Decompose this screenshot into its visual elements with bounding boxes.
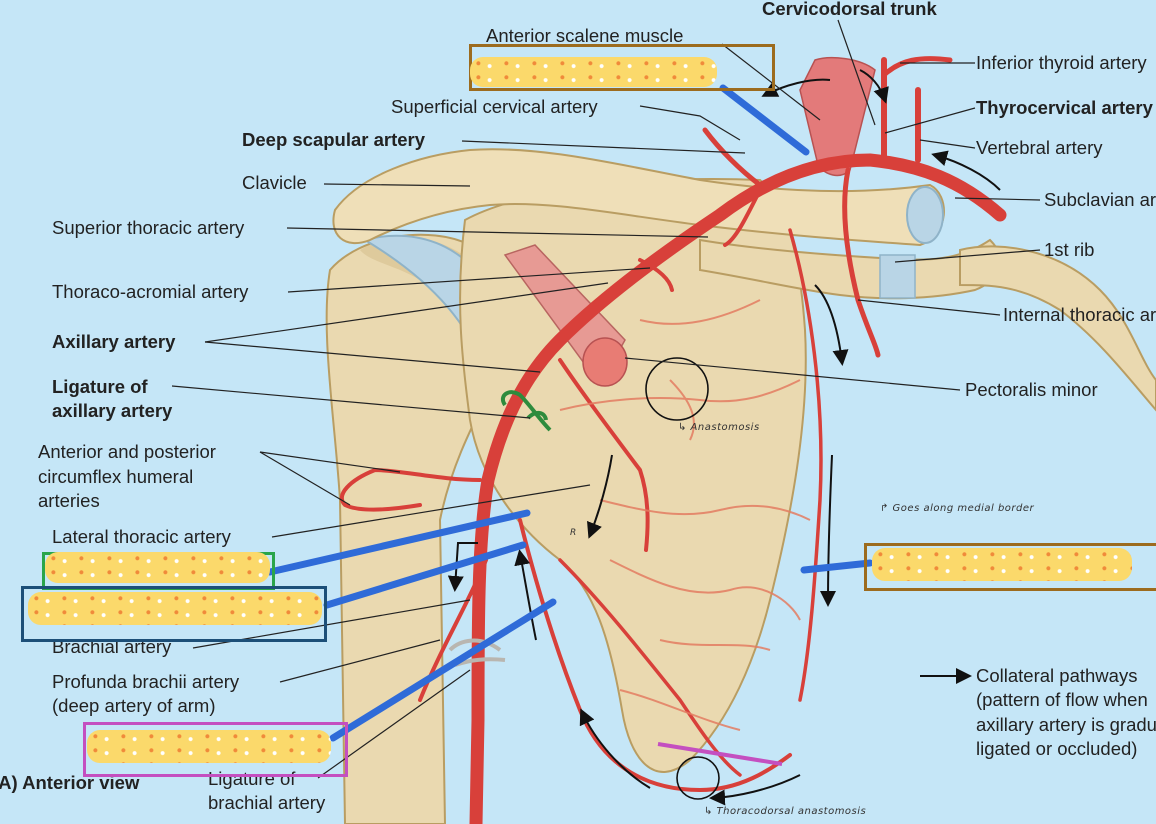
label-thyrocervical: Thyrocervical artery (976, 97, 1153, 118)
label-cervicodorsal-trunk: Cervicodorsal trunk (762, 0, 937, 19)
label-lateral-thoracic: Lateral thoracic artery (52, 526, 231, 547)
hidden-label-frame-magenta (83, 722, 348, 777)
collateral-flow-arrows (447, 69, 1001, 806)
thoracodorsal-anastomosis-circle (676, 756, 720, 800)
label-profunda-line2: (deep artery of arm) (52, 695, 216, 716)
axillary-ligature-symbol (500, 390, 552, 432)
note-medial-border: ↱ Goes along medial border (880, 503, 1035, 514)
label-collateral-line1: Collateral pathways (976, 665, 1138, 686)
label-thoraco-acromial: Thoraco-acromial artery (52, 281, 249, 302)
label-ligature-axillary-line2: axillary artery (52, 400, 173, 421)
anastomosis-circle (645, 357, 709, 421)
label-internal-thoracic: Internal thoracic artery (1003, 304, 1156, 325)
label-subclavian: Subclavian artery (1044, 189, 1156, 210)
label-superficial-cervical: Superficial cervical artery (391, 96, 598, 117)
main-artery-trunk (339, 56, 1007, 824)
label-circumflex-line3: arteries (38, 490, 100, 511)
note-anastomosis: ↳ Anastomosis (678, 422, 760, 433)
label-circumflex-line2: circumflex humeral (38, 466, 194, 487)
label-superior-thoracic: Superior thoracic artery (52, 217, 245, 238)
label-collateral-line3: axillary artery is gradually (976, 714, 1156, 735)
note-r: R (570, 528, 577, 538)
label-collateral-line4: ligated or occluded) (976, 738, 1138, 759)
label-pectoralis-minor: Pectoralis minor (965, 379, 1098, 400)
label-circumflex-line1: Anterior and posterior (38, 441, 216, 462)
pectoralis-minor-muscle (503, 244, 628, 387)
label-clavicle: Clavicle (242, 172, 307, 193)
label-vertebral: Vertebral artery (976, 137, 1103, 158)
label-axillary: Axillary artery (52, 331, 176, 352)
hidden-label-frame-navy (21, 586, 327, 642)
label-view: (A) Anterior view (0, 772, 140, 793)
label-collateral-line2: (pattern of flow when (976, 689, 1148, 710)
label-ligature-brachial-line1: Ligature of (208, 768, 296, 789)
highlight-pointers (266, 84, 874, 742)
label-inferior-thyroid: Inferior thyroid artery (976, 52, 1147, 73)
hidden-label-tile-scalene[interactable] (470, 57, 717, 87)
clavicle-bone (332, 148, 945, 247)
hidden-label-tile-medial[interactable] (872, 548, 1132, 581)
anastomosis-network (559, 299, 811, 731)
label-deep-scapular: Deep scapular artery (242, 129, 426, 150)
label-profunda-line1: Profunda brachii artery (52, 671, 240, 692)
highlight-stroke (657, 742, 783, 766)
hidden-label-tile-green[interactable] (45, 552, 270, 583)
hidden-label-frame-medial (864, 543, 1156, 591)
label-ligature-brachial-line2: brachial artery (208, 792, 326, 813)
label-anterior-scalene: Anterior scalene muscle (486, 25, 684, 46)
hidden-label-tile-magenta[interactable] (87, 730, 331, 763)
label-ligature-axillary-line1: Ligature of (52, 376, 148, 397)
leader-lines (171, 19, 1041, 779)
label-first-rib: 1st rib (1044, 239, 1095, 260)
note-thoracodorsal: ↳ Thoracodorsal anastomosis (704, 806, 867, 817)
hidden-label-tile-navy[interactable] (28, 592, 322, 625)
